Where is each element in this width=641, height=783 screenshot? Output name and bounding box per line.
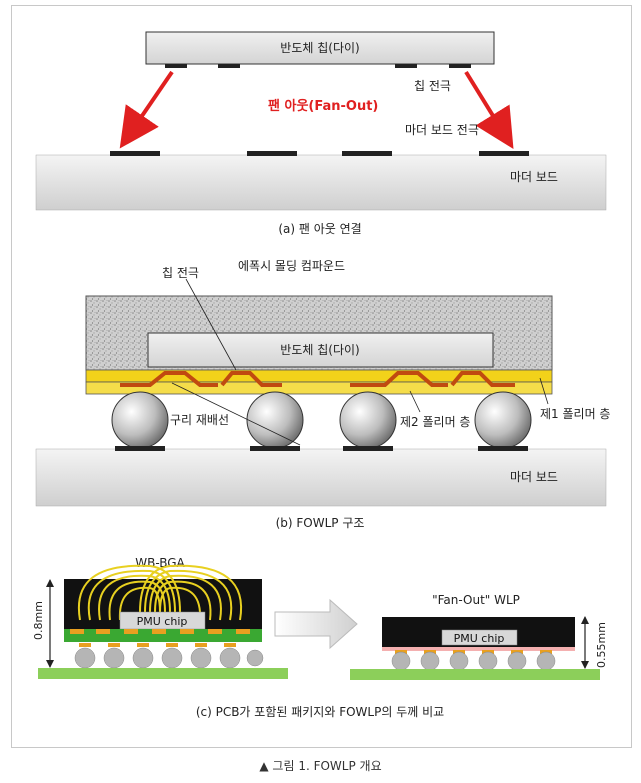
board-pad — [479, 151, 529, 156]
solder-ball — [246, 391, 304, 449]
pcb-right — [350, 669, 600, 680]
leader-polymer1 — [539, 377, 549, 405]
motherboard-b — [35, 448, 607, 507]
panel-a: 반도체 칩(다이) 칩 전극 팬 아웃(Fan-Out) 마더 보드 전극 마더… — [35, 31, 607, 236]
board-pad — [115, 446, 165, 451]
board-pad — [110, 151, 160, 156]
wire-bonds — [77, 564, 243, 621]
panel-b: 칩 전극 에폭시 몰딩 컴파운드 반도체 칩(다이) 구리 재배선 제2 폴리머… — [35, 259, 610, 530]
polymer-layer-2 — [85, 381, 553, 395]
fanout-arrow-left — [119, 70, 174, 149]
chip-pad — [449, 64, 471, 68]
left-thickness-label: 0.8mm — [32, 601, 45, 640]
fowlp-title: "Fan-Out" WLP — [432, 593, 520, 607]
chip-pad — [395, 64, 417, 68]
fowlp-rdl — [382, 647, 575, 651]
board-pad — [247, 151, 297, 156]
substrate-bumps — [70, 629, 250, 634]
copper-rdl — [350, 371, 448, 387]
figure-caption: ▲ 그림 1. FOWLP 개요 — [259, 759, 382, 773]
bga-balls-left — [74, 647, 264, 669]
fanout-label: 팬 아웃(Fan-Out) — [268, 98, 378, 114]
copper-rdl — [450, 371, 515, 387]
die-b — [147, 332, 494, 368]
chip-electrode-label-b: 칩 전극 — [162, 266, 199, 280]
caption-a: (a) 팬 아웃 연결 — [278, 222, 361, 236]
chip-pad — [165, 64, 187, 68]
die-a — [145, 31, 495, 65]
board-pad — [478, 446, 528, 451]
copper-rdl — [220, 371, 282, 387]
board-pad — [342, 151, 392, 156]
bga-balls-right — [391, 651, 556, 671]
caption-b: (b) FOWLP 구조 — [276, 516, 365, 530]
chip-pad — [218, 64, 240, 68]
leader-chip-electrode — [185, 278, 237, 371]
board-electrode-label: 마더 보드 전극 — [405, 123, 479, 137]
die-b-label: 반도체 칩(다이) — [280, 343, 359, 357]
fanout-arrow-right — [464, 70, 514, 150]
die-a-label: 반도체 칩(다이) — [280, 41, 359, 55]
pmu-chip-right-label: PMU chip — [454, 632, 505, 645]
comparison-arrow — [274, 598, 358, 650]
motherboard-a — [35, 154, 607, 211]
board-label-a: 마더 보드 — [510, 170, 558, 184]
board-pad — [250, 446, 300, 451]
polymer2-label: 제2 폴리머 층 — [400, 415, 470, 429]
polymer1-label: 제1 폴리머 층 — [540, 407, 610, 421]
panel-c: WB-BGA PMU chip — [32, 556, 608, 719]
pcb-left — [38, 668, 288, 679]
board-pad — [343, 446, 393, 451]
copper-rdl-label: 구리 재배선 — [170, 413, 229, 427]
pmu-chip-right — [441, 629, 518, 646]
copper-rdl — [120, 371, 218, 387]
solder-ball — [339, 391, 397, 449]
board-label-b: 마더 보드 — [510, 470, 558, 484]
leader-polymer2 — [409, 390, 421, 413]
epoxy-label: 에폭시 몰딩 컴파운드 — [238, 259, 345, 273]
caption-c: (c) PCB가 포함된 패키지와 FOWLP의 두께 비교 — [196, 705, 444, 719]
solder-ball — [111, 391, 169, 449]
pmu-chip-left-label: PMU chip — [137, 615, 188, 628]
chip-electrode-label-a: 칩 전극 — [414, 79, 451, 93]
solder-ball — [474, 391, 532, 449]
leader-copper — [171, 382, 301, 446]
right-thickness-label: 0.55mm — [595, 622, 608, 668]
